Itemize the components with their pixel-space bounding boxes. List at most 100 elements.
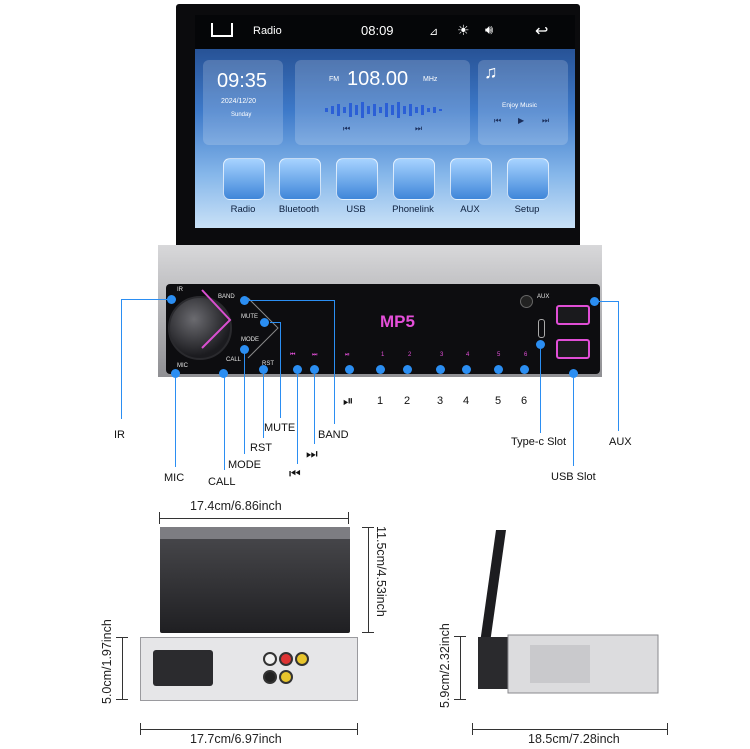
music-play-icon[interactable]: ▶ xyxy=(518,116,525,125)
leader-rst xyxy=(263,370,264,438)
callout-mute: MUTE xyxy=(264,422,296,434)
callout-usb: USB Slot xyxy=(551,471,596,483)
play-pause-button[interactable]: ⏯ xyxy=(345,352,350,358)
play-pause-icon: ⏯ xyxy=(343,393,354,408)
callout-dot-5 xyxy=(494,365,503,374)
iso-connector xyxy=(153,650,213,686)
dim-side-height: 5.9cm/2.32inch xyxy=(438,623,452,708)
app-label: USB xyxy=(346,204,366,215)
dim-rear-tick-r xyxy=(357,723,358,735)
next-track-icon: ⏭ xyxy=(306,446,318,461)
preset-3-button[interactable]: 3 xyxy=(440,352,444,358)
dim-side-tick-l xyxy=(472,723,473,735)
app-aux-icon[interactable] xyxy=(450,158,492,200)
clock-day: Sunday xyxy=(231,112,252,118)
dim-side-tick-b xyxy=(454,699,466,700)
music-prev-icon[interactable]: ⏮ xyxy=(494,116,502,125)
mode-button[interactable]: MODE xyxy=(241,337,259,343)
status-clock: 08:09 xyxy=(361,23,394,38)
callout-1: 1 xyxy=(377,395,384,407)
leader-aux-v xyxy=(618,301,619,431)
home-icon[interactable] xyxy=(211,23,233,37)
app-label: Radio xyxy=(230,204,256,215)
aux-jack[interactable] xyxy=(520,295,533,308)
leader-ir xyxy=(121,299,171,300)
type-c-port[interactable] xyxy=(538,319,545,338)
leader-band-v xyxy=(334,300,335,424)
leader-typec xyxy=(540,349,541,433)
touchscreen[interactable]: Radio 08:09 ⊿ ☀ 🔊︎ ↩ 09:35 2024/12/20 Su… xyxy=(195,15,575,228)
leader-mute-v xyxy=(280,322,281,418)
callout-band: BAND xyxy=(318,429,349,441)
dim-side-vline xyxy=(460,636,461,700)
callout-ir: IR xyxy=(114,429,125,441)
mute-button[interactable]: MUTE xyxy=(241,314,258,320)
music-card[interactable]: ♫ Enjoy Music ⏮ ▶ ⏭ xyxy=(478,60,568,145)
dim-topview-hline xyxy=(368,527,369,633)
preset-1-button[interactable]: 1 xyxy=(381,352,385,358)
leader-usb xyxy=(573,378,574,466)
callout-dot-mode xyxy=(240,345,249,354)
mic-label: MIC xyxy=(177,363,188,369)
usb-port-bottom[interactable] xyxy=(556,339,590,359)
leader-mute xyxy=(270,322,280,323)
dim-rear-tick-b xyxy=(116,699,128,700)
callout-dot-typec xyxy=(536,340,545,349)
radio-band: FM xyxy=(329,76,340,83)
callout-6: 6 xyxy=(521,395,528,407)
dim-rear-tick-t xyxy=(116,637,128,638)
app-label: Setup xyxy=(514,204,540,215)
preset-4-button[interactable]: 4 xyxy=(466,352,470,358)
preset-5-button[interactable]: 5 xyxy=(497,352,501,358)
callout-dot-next xyxy=(310,365,319,374)
radio-unit: MHz xyxy=(423,76,438,83)
leader-mode xyxy=(244,350,245,454)
status-bar: Radio 08:09 ⊿ ☀ 🔊︎ ↩ xyxy=(195,15,575,49)
rear-view-unit xyxy=(140,637,358,701)
callout-call: CALL xyxy=(208,476,236,488)
callout-5: 5 xyxy=(495,395,502,407)
radio-next-icon[interactable]: ⏭ xyxy=(415,124,423,133)
band-button[interactable]: BAND xyxy=(218,294,235,300)
clock-card[interactable]: 09:35 2024/12/20 Sunday xyxy=(203,60,283,145)
dim-top-line xyxy=(159,518,349,519)
preset-2-button[interactable]: 2 xyxy=(408,352,412,358)
prev-track-icon: ⏮ xyxy=(289,466,301,481)
radio-card[interactable]: FM 108.00 MHz ⏮ ⏭ xyxy=(295,60,470,145)
app-usb-icon[interactable] xyxy=(336,158,378,200)
callout-2: 2 xyxy=(404,395,411,407)
dim-rear-vline xyxy=(122,637,123,699)
volume-icon[interactable]: 🔊︎ xyxy=(485,22,494,37)
leader-aux xyxy=(594,301,618,302)
next-track-button[interactable]: ⏭ xyxy=(312,352,318,358)
ir-label: IR xyxy=(177,287,183,293)
app-bluetooth-icon[interactable] xyxy=(279,158,321,200)
rst-button[interactable]: RST xyxy=(262,361,274,367)
leader-ir-v xyxy=(121,299,122,419)
status-title: Radio xyxy=(253,25,282,37)
prev-track-button[interactable]: ⏮ xyxy=(290,352,296,358)
dim-topview-tick-b xyxy=(362,632,374,633)
usb-port-top[interactable] xyxy=(556,305,590,325)
app-phonelink-icon[interactable] xyxy=(393,158,435,200)
location-icon: ⊿ xyxy=(429,26,439,38)
waveform-icon xyxy=(325,102,442,118)
preset-6-button[interactable]: 6 xyxy=(524,352,528,358)
app-radio-icon[interactable] xyxy=(223,158,265,200)
dim-rear-hline xyxy=(140,729,358,730)
back-icon[interactable]: ↩ xyxy=(535,23,549,40)
brightness-icon[interactable]: ☀ xyxy=(457,22,470,38)
app-setup-icon[interactable] xyxy=(507,158,549,200)
dim-rear-width: 17.7cm/6.97inch xyxy=(190,732,282,746)
music-next-icon[interactable]: ⏭ xyxy=(542,116,550,125)
radio-freq: 108.00 xyxy=(347,68,409,90)
call-button[interactable]: CALL xyxy=(226,357,242,363)
dim-top-width: 17.4cm/6.86inch xyxy=(190,499,282,513)
callout-mic: MIC xyxy=(164,472,185,484)
leader-mic xyxy=(175,374,176,467)
dim-top-tick-l xyxy=(159,512,160,524)
callout-dot-ir xyxy=(167,295,176,304)
radio-prev-icon[interactable]: ⏮ xyxy=(343,124,351,133)
callout-dot-call xyxy=(219,369,228,378)
callout-rst: RST xyxy=(250,442,272,454)
